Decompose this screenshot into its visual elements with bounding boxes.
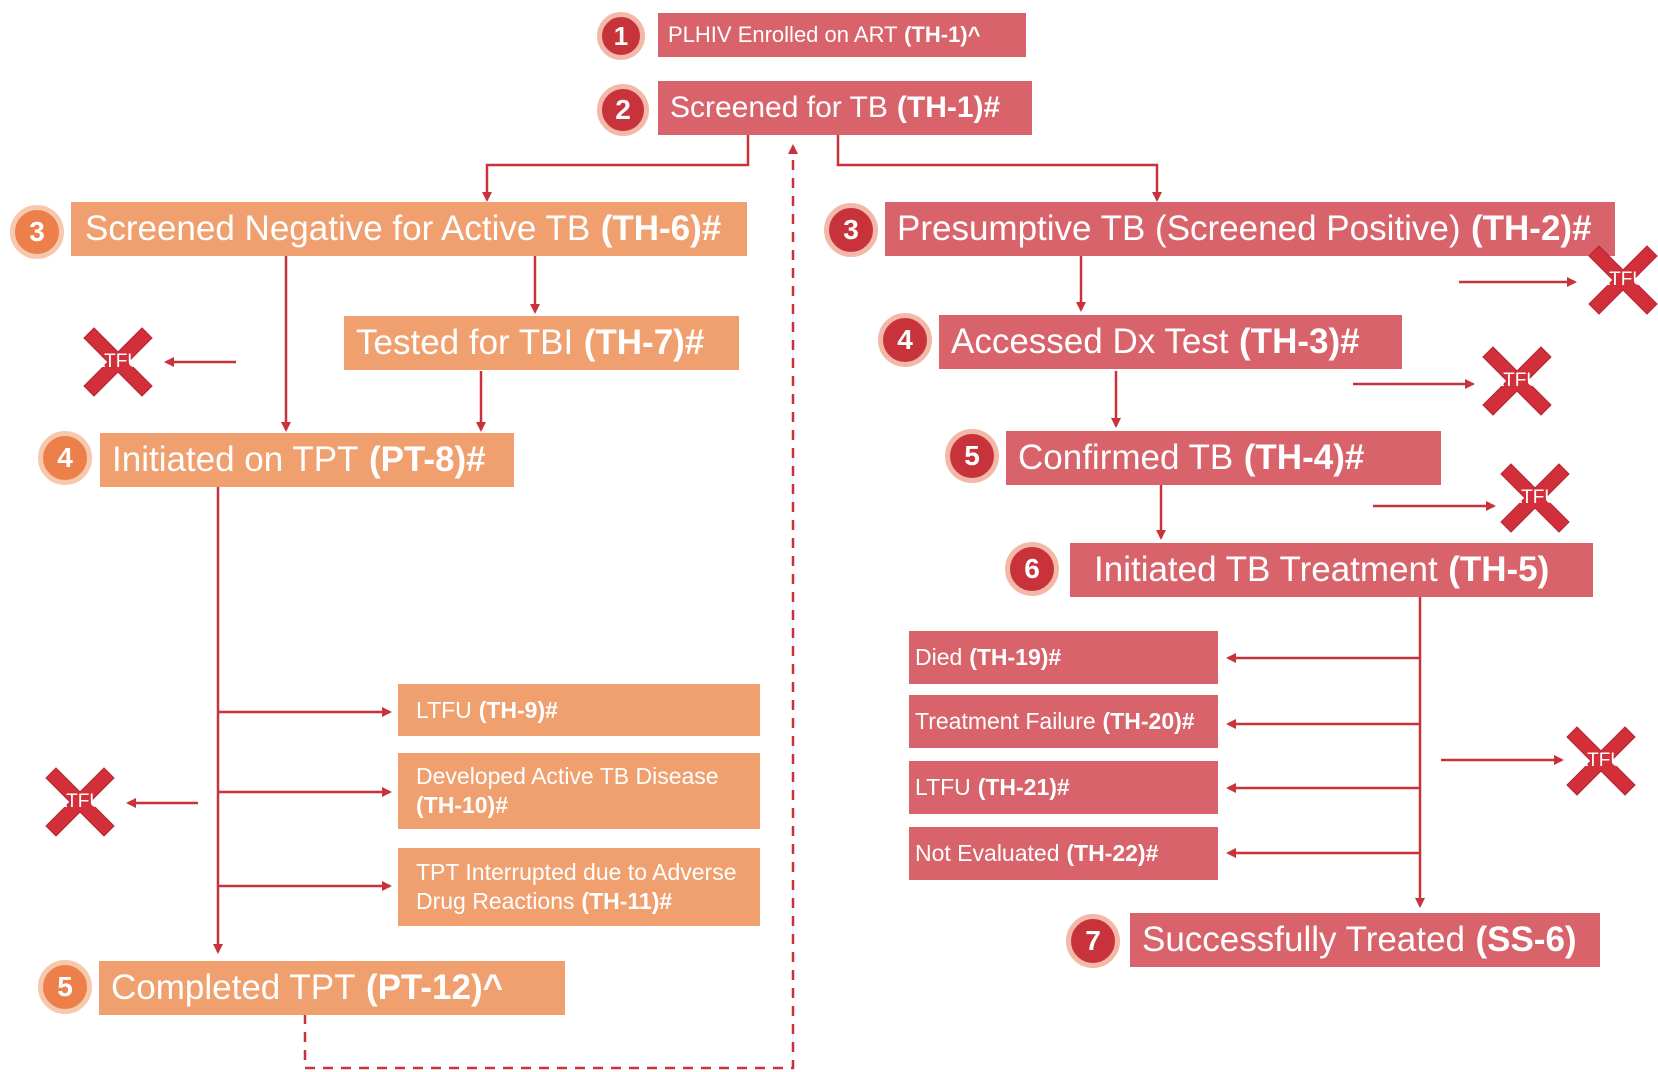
step-7-right-badge: 7 xyxy=(1066,914,1120,968)
treatment-failure-box: Treatment Failure(TH-20)# xyxy=(909,695,1218,748)
developed-active-tb-box: Developed Active TB Disease(TH-10)# xyxy=(398,753,760,829)
died-box: Died(TH-19)# xyxy=(909,631,1218,684)
step-3-right-badge: 3 xyxy=(824,203,878,257)
step-5-left-badge: 5 xyxy=(38,960,92,1014)
ltfu-cross-icon: LTFU xyxy=(1497,460,1573,536)
accessed-dx-test-box: Accessed Dx Test(TH-3)# xyxy=(939,315,1402,369)
step-6-right-badge: 6 xyxy=(1005,542,1059,596)
step-4-right-badge: 4 xyxy=(878,313,932,367)
step-3-left-badge: 3 xyxy=(10,205,64,259)
step-5-right-badge: 5 xyxy=(945,429,999,483)
svg-text:LTFU: LTFU xyxy=(57,791,103,812)
screened-negative-box: Screened Negative for Active TB(TH-6)# xyxy=(71,202,747,256)
not-evaluated-box: Not Evaluated(TH-22)# xyxy=(909,827,1218,880)
dashed-return-line xyxy=(303,144,798,1070)
svg-text:LTFU: LTFU xyxy=(1512,487,1558,508)
successfully-treated-box: Successfully Treated(SS-6) xyxy=(1130,913,1600,967)
ltfu-th21-box: LTFU(TH-21)# xyxy=(909,761,1218,814)
arrow-screened-to-negative xyxy=(482,128,750,202)
tested-for-tbi-box: Tested for TBI(TH-7)# xyxy=(344,316,739,370)
presumptive-tb-box: Presumptive TB (Screened Positive)(TH-2)… xyxy=(885,202,1615,256)
completed-tpt-box: Completed TPT(PT-12)^ xyxy=(99,961,565,1015)
svg-text:LTFU: LTFU xyxy=(1600,269,1646,290)
arrow-screened-to-presumptive xyxy=(836,128,1162,202)
ltfu-cross-icon: LTFU xyxy=(1563,723,1639,799)
svg-text:LTFU: LTFU xyxy=(1578,750,1624,771)
ltfu-cross-icon: LTFU xyxy=(1479,343,1555,419)
initiated-tpt-box: Initiated on TPT(PT-8)# xyxy=(100,433,514,487)
ltfu-cross-icon: LTFU xyxy=(42,764,118,840)
step-4-left-badge: 4 xyxy=(38,431,92,485)
ltfu-th9-box: LTFU(TH-9)# xyxy=(398,684,760,736)
step-2-badge: 2 xyxy=(597,84,649,136)
svg-text:LTFU: LTFU xyxy=(95,351,141,372)
ltfu-cross-icon: LTFU xyxy=(80,324,156,400)
plhiv-enrolled-box: PLHIV Enrolled on ART(TH-1)^ xyxy=(658,13,1026,57)
initiated-tb-treatment-box: Initiated TB Treatment(TH-5) xyxy=(1070,543,1593,597)
confirmed-tb-box: Confirmed TB(TH-4)# xyxy=(1006,431,1441,485)
step-1-badge: 1 xyxy=(597,12,645,60)
ltfu-cross-icon: LTFU xyxy=(1585,242,1658,318)
tpt-interrupted-box: TPT Interrupted due to Adverse Drug Reac… xyxy=(398,848,760,926)
screened-for-tb-box: Screened for TB(TH-1)# xyxy=(658,81,1032,135)
svg-text:LTFU: LTFU xyxy=(1494,370,1540,391)
